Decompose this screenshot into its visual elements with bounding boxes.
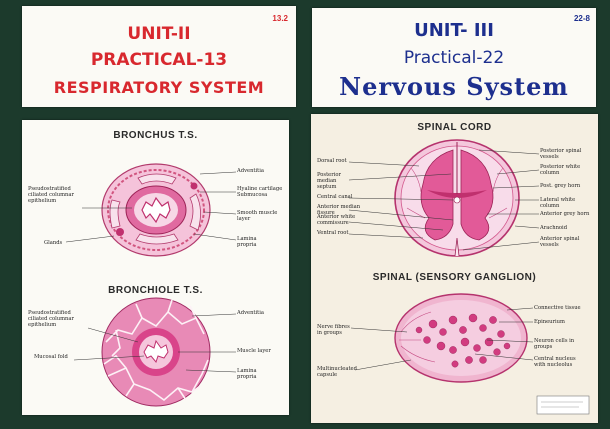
unit3-unit-label: UNIT- III (312, 20, 596, 41)
ganglion-section (395, 294, 527, 382)
unit2-practical-label: PRACTICAL-13 (22, 50, 296, 70)
bronchiole-title: BRONCHIOLE T.S. (22, 285, 289, 296)
cord-label-dorsal-root: Dorsal root (317, 158, 351, 164)
cord-label-post-grey-horn: Post. grey horn (540, 183, 592, 189)
cord-label-posterior-white-column: Posterior white column (540, 164, 592, 176)
bronchiole-label-lamina-propria: Lamina propria (237, 368, 277, 380)
spinal-chart: SPINAL CORD (311, 114, 598, 423)
bronchiole-label-adventitia: Adventitia (237, 310, 283, 316)
ganglion-label-epineurium: Epineurium (534, 319, 594, 325)
bronchus-label-cartilage: Hyaline cartilage Submucosa (237, 186, 283, 198)
bronchus-label-adventitia: Adventitia (237, 168, 285, 174)
ganglion-label-neuron-cells: Neuron cells in groups (534, 338, 580, 350)
bronchus-label-glands: Glands (44, 240, 74, 246)
bronchiole-label-epithelium: Pseudostratified ciliated columnar epith… (28, 310, 86, 329)
bronchus-label-smooth-muscle: Smooth muscle layer (237, 210, 285, 222)
bronchiole-label-muscle-layer: Muscle layer (237, 348, 283, 354)
cord-label-anterior-grey-horn: Anterior grey horn (540, 211, 592, 217)
unit3-topic-label: Nervous System (312, 72, 596, 101)
bronchus-label-epithelium: Pseudostratified ciliated columnar epith… (28, 186, 82, 205)
unit2-corner-mark: 13.2 (272, 14, 288, 23)
cord-label-arachnoid: Arachnoid (540, 225, 592, 231)
unit2-title-card: 13.2 UNIT-II PRACTICAL-13 RESPIRATORY SY… (22, 6, 296, 107)
cord-label-ventral-root: Ventral root (317, 230, 353, 236)
maker-stamp (537, 396, 589, 414)
cord-label-anterior-vessels: Anterior spinal vessels (540, 236, 592, 248)
ganglion-label-capsule: Multinucleated capsule (317, 366, 357, 378)
cord-label-lateral-white-column: Lateral white column (540, 197, 592, 209)
cord-label-white-commissure: Anterior white commissure (317, 214, 357, 226)
ganglion-title: SPINAL (SENSORY GANGLION) (311, 272, 598, 283)
bronchus-section (102, 164, 210, 256)
ganglion-label-connective-tissue: Connective tissue (534, 305, 594, 311)
bronchiole-label-mucosal-fold: Mucosal fold (34, 354, 74, 360)
cord-label-posterior-vessels: Posterior spinal vessels (540, 148, 592, 160)
cord-label-posterior-septum: Posterior median septum (317, 172, 357, 191)
unit2-topic-label: RESPIRATORY SYSTEM (22, 78, 296, 97)
ganglion-label-central-nucleus: Central nucleus with nucleolus (534, 356, 586, 368)
unit2-unit-label: UNIT-II (22, 24, 296, 44)
unit3-title-card: 22-8 UNIT- III Practical-22 Nervous Syst… (312, 8, 596, 107)
cord-label-central-canal: Central canal (317, 194, 353, 200)
ganglion-label-nerve-fibres: Nerve fibres in groups (317, 324, 353, 336)
bronchus-chart: BRONCHUS T.S. (22, 120, 289, 415)
spinal-cord-section (395, 140, 519, 256)
unit3-practical-label: Practical-22 (312, 48, 596, 68)
bronchus-label-lamina-propria: Lamina propria (237, 236, 277, 248)
